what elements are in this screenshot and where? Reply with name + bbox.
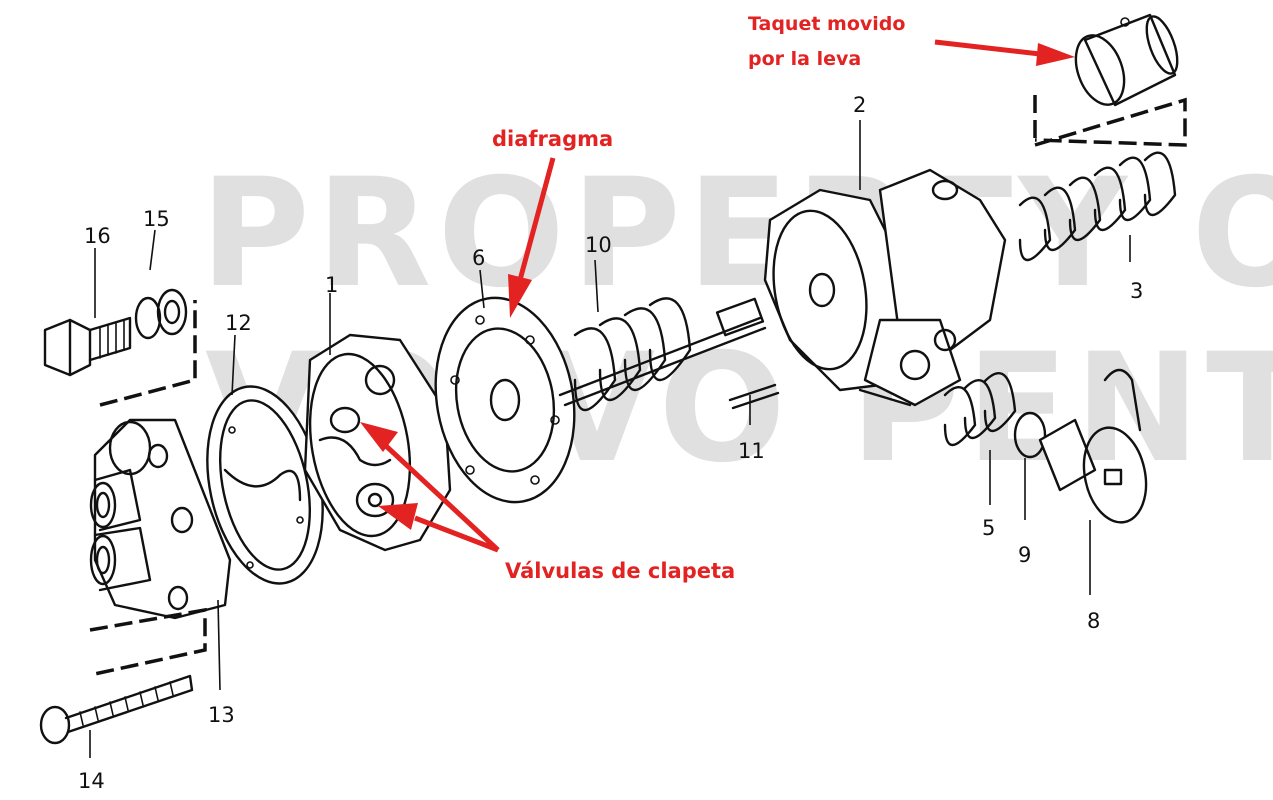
- label-part-3: 3: [1130, 279, 1143, 303]
- label-part-5: 5: [982, 516, 995, 540]
- alignment-lines: [89, 95, 1187, 677]
- annotation-taquet-line-2: por la leva: [748, 48, 861, 70]
- label-part-12: 12: [225, 311, 252, 335]
- part-8-lever: [1038, 368, 1148, 524]
- part-number-labels: 1 2 3 5 6 8 9 10 11 12 13 14 15 16: [78, 93, 1143, 793]
- watermark-line-1: PROPERTY OF: [200, 147, 1273, 321]
- label-part-9: 9: [1018, 543, 1031, 567]
- arrow-valvulas-lower: [378, 503, 499, 553]
- label-part-16: 16: [84, 224, 111, 248]
- label-part-15: 15: [143, 207, 170, 231]
- annotation-diafragma-label: diafragma: [492, 127, 613, 151]
- label-part-2: 2: [853, 93, 866, 117]
- annotation-diafragma: diafragma: [492, 127, 613, 318]
- part-10-spring: [558, 297, 767, 411]
- part-14-screw: [39, 674, 194, 745]
- annotation-valvulas-label: Válvulas de clapeta: [505, 559, 735, 583]
- part-5-spring: [943, 372, 1017, 446]
- part-9-ring: [1013, 411, 1047, 459]
- part-11-pin: [728, 383, 780, 410]
- part-13-pump-cover: [89, 418, 232, 620]
- label-part-1: 1: [325, 273, 338, 297]
- annotation-taquet-line-1: Taquet movido: [748, 13, 905, 35]
- part-15-washers: [134, 288, 188, 340]
- annotation-taquet: Taquet movido por la leva: [748, 13, 1075, 70]
- label-part-13: 13: [208, 703, 235, 727]
- cam-tappet: [1074, 13, 1179, 107]
- annotation-valvulas: Válvulas de clapeta: [360, 422, 735, 583]
- arrow-valvulas-upper: [360, 422, 500, 552]
- part-2-pump-housing: [763, 168, 1007, 407]
- label-part-6: 6: [472, 246, 485, 270]
- arrow-diafragma: [508, 157, 556, 318]
- label-part-10: 10: [585, 233, 612, 257]
- part-3-spring: [1018, 151, 1177, 261]
- label-part-14: 14: [78, 769, 105, 793]
- label-part-11: 11: [738, 439, 765, 463]
- arrow-taquet: [934, 39, 1075, 66]
- leader-lines: [89, 120, 1131, 758]
- label-part-8: 8: [1087, 609, 1100, 633]
- part-16-bolt: [43, 316, 132, 377]
- part-6-diaphragm: [434, 296, 576, 504]
